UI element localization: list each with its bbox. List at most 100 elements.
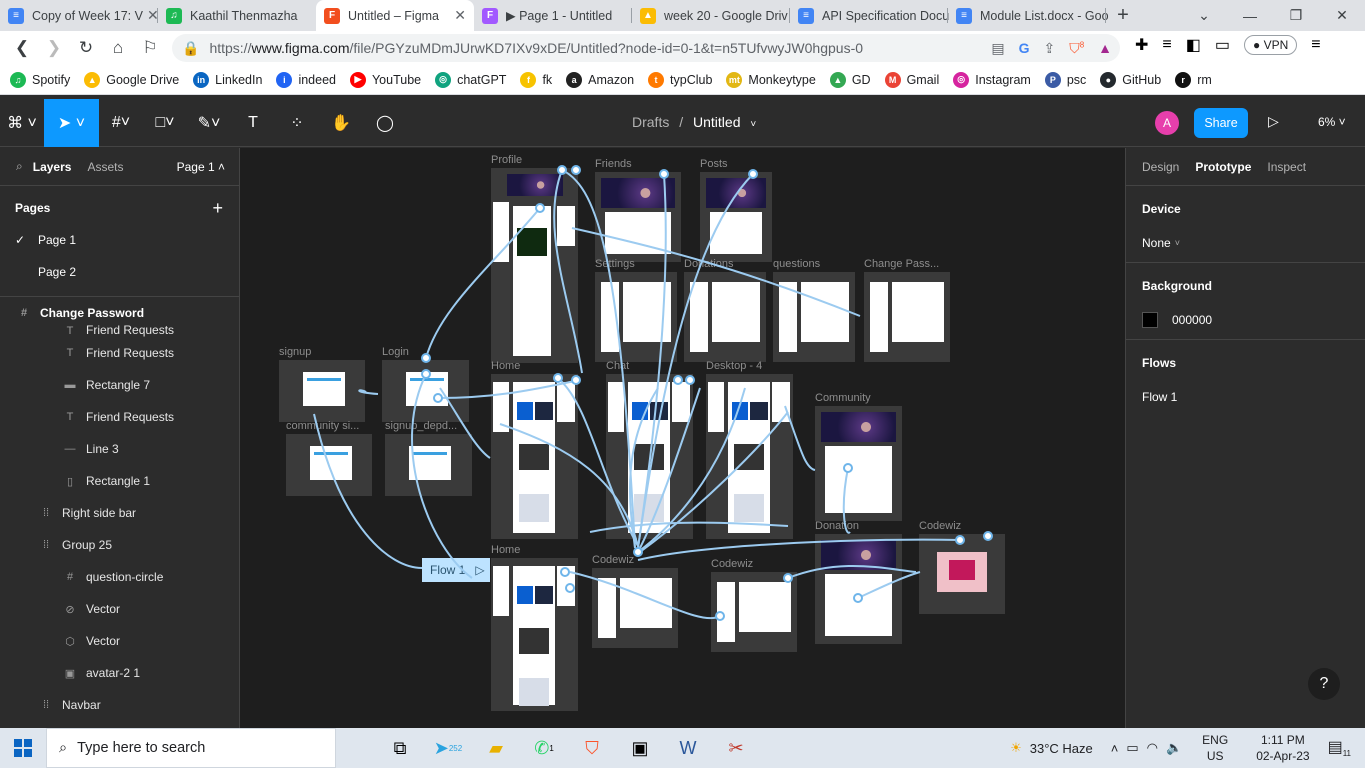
bookmark-item[interactable]: ♫Spotify xyxy=(10,71,70,88)
frame-label[interactable]: signup xyxy=(279,346,312,358)
battery-icon[interactable]: ▭ xyxy=(1126,740,1139,755)
task-view-icon[interactable]: ⧉ xyxy=(393,737,407,758)
wifi-icon[interactable]: ◠ xyxy=(1146,740,1158,755)
frame-label[interactable]: signup_depd... xyxy=(385,420,458,432)
connection-handle[interactable] xyxy=(565,583,575,593)
connection-handle[interactable] xyxy=(421,353,431,363)
add-page-icon[interactable]: + xyxy=(212,197,223,218)
frame-label[interactable]: Home xyxy=(491,360,521,372)
move-tool-icon[interactable]: ➤ ˅ xyxy=(44,98,99,147)
share-button[interactable]: Share xyxy=(1194,108,1248,138)
present-icon[interactable]: ▷ xyxy=(1268,113,1279,129)
frame-label[interactable]: Community xyxy=(815,392,871,404)
frame-label[interactable]: Home xyxy=(491,544,521,556)
connection-handle[interactable] xyxy=(560,567,570,577)
telegram-icon[interactable]: ➤252 xyxy=(433,737,463,758)
text-tool-icon[interactable]: T xyxy=(248,113,258,131)
connection-handle[interactable] xyxy=(553,373,563,383)
bookmark-item[interactable]: ●GitHub xyxy=(1100,71,1161,88)
layer-item[interactable]: ⁞⁞Group 25 xyxy=(0,529,239,561)
layer-item[interactable]: ▯Rectangle 1 xyxy=(0,465,239,497)
help-button[interactable]: ? xyxy=(1308,668,1340,700)
design-frame[interactable] xyxy=(491,374,578,539)
frame-label[interactable]: Codewiz xyxy=(711,558,754,570)
new-tab-button[interactable]: + xyxy=(1117,4,1129,26)
file-explorer-icon[interactable]: ▰ xyxy=(489,737,503,758)
connection-handle[interactable] xyxy=(535,203,545,213)
whatsapp-icon[interactable]: ✆1 xyxy=(534,737,554,758)
prototype-connection[interactable] xyxy=(569,571,721,620)
connection-handle[interactable] xyxy=(421,369,431,379)
zoom-level[interactable]: 6% ˅ xyxy=(1318,115,1346,129)
design-frame[interactable] xyxy=(595,172,681,262)
prototype-connection[interactable] xyxy=(787,565,917,579)
layer-item[interactable]: ⊘Vector xyxy=(0,593,239,625)
tab-layers[interactable]: Layers xyxy=(32,159,72,174)
page-switcher[interactable]: Page 1 ˄ xyxy=(176,159,225,174)
design-frame[interactable] xyxy=(592,568,678,648)
frame-label[interactable]: Chat xyxy=(606,360,630,372)
hand-tool-icon[interactable]: ✋ xyxy=(331,114,351,132)
forward-icon[interactable]: ❯ xyxy=(46,38,62,57)
volume-icon[interactable]: 🔈 xyxy=(1165,740,1183,755)
prototype-connection[interactable] xyxy=(639,387,701,549)
browser-tab[interactable]: ♫Kaathil Thenmazha xyxy=(158,0,316,31)
page-item-1[interactable]: ✓ Page 1 xyxy=(0,224,239,256)
notifications-icon[interactable]: ▤11 xyxy=(1327,739,1351,759)
prototype-connection[interactable] xyxy=(571,227,861,317)
word-icon[interactable]: W xyxy=(679,737,697,758)
brave-rewards-icon[interactable]: ▲ xyxy=(1098,40,1112,56)
layer-item[interactable]: #question-circle xyxy=(0,561,239,593)
prototype-connection[interactable] xyxy=(637,173,667,549)
tab-prototype[interactable]: Prototype xyxy=(1195,159,1252,174)
taskbar-search[interactable]: ⌕ Type here to search xyxy=(46,728,336,768)
flow-starting-point[interactable]: Flow 1 ▷ xyxy=(422,558,490,582)
prototype-connection[interactable] xyxy=(589,521,789,533)
connection-handle[interactable] xyxy=(673,375,683,385)
prototype-connection[interactable] xyxy=(358,389,379,395)
tab-assets[interactable]: Assets xyxy=(87,159,124,174)
google-icon[interactable]: G xyxy=(1018,40,1030,56)
layer-item[interactable]: #Change Password xyxy=(0,297,239,329)
bookmark-item[interactable]: ▲Google Drive xyxy=(84,71,179,88)
prototype-connection[interactable] xyxy=(425,207,541,359)
prototype-connections[interactable] xyxy=(240,148,1125,728)
color-swatch[interactable] xyxy=(1142,312,1158,328)
browser-tab[interactable]: ≡Module List.docx - Goo xyxy=(948,0,1109,31)
prototype-connection[interactable] xyxy=(637,538,961,561)
browser-tab[interactable]: ≡API Specification Docu xyxy=(790,0,949,31)
prototype-connection[interactable] xyxy=(637,173,754,549)
prototype-connection[interactable] xyxy=(784,405,816,471)
connection-handle[interactable] xyxy=(571,375,581,385)
home-icon[interactable]: ⌂ xyxy=(112,38,124,57)
frame-label[interactable]: Login xyxy=(382,346,409,358)
prototype-connection[interactable] xyxy=(842,467,851,534)
terminal-icon[interactable]: ▣ xyxy=(631,737,649,758)
design-frame[interactable] xyxy=(491,558,578,711)
prototype-connection[interactable] xyxy=(553,169,583,374)
bookmark-item[interactable]: ◎Instagram xyxy=(953,71,1031,88)
flow-item[interactable]: Flow 1 xyxy=(1142,390,1178,404)
frame-label[interactable]: Codewiz xyxy=(919,520,962,532)
layer-item[interactable]: —Line 3 xyxy=(0,433,239,465)
frame-label[interactable]: Posts xyxy=(700,158,728,170)
bookmark-icon[interactable]: ⚐ xyxy=(142,38,158,57)
search-icon[interactable]: ⌕ xyxy=(16,159,23,173)
prototype-connection[interactable] xyxy=(411,373,473,579)
connection-handle[interactable] xyxy=(659,169,669,179)
layer-item[interactable]: ▬Rectangle 7 xyxy=(0,369,239,401)
reload-icon[interactable]: ↻ xyxy=(78,38,94,57)
connection-handle[interactable] xyxy=(633,547,643,557)
pen-tool-icon[interactable]: ✎˅ xyxy=(197,114,221,132)
